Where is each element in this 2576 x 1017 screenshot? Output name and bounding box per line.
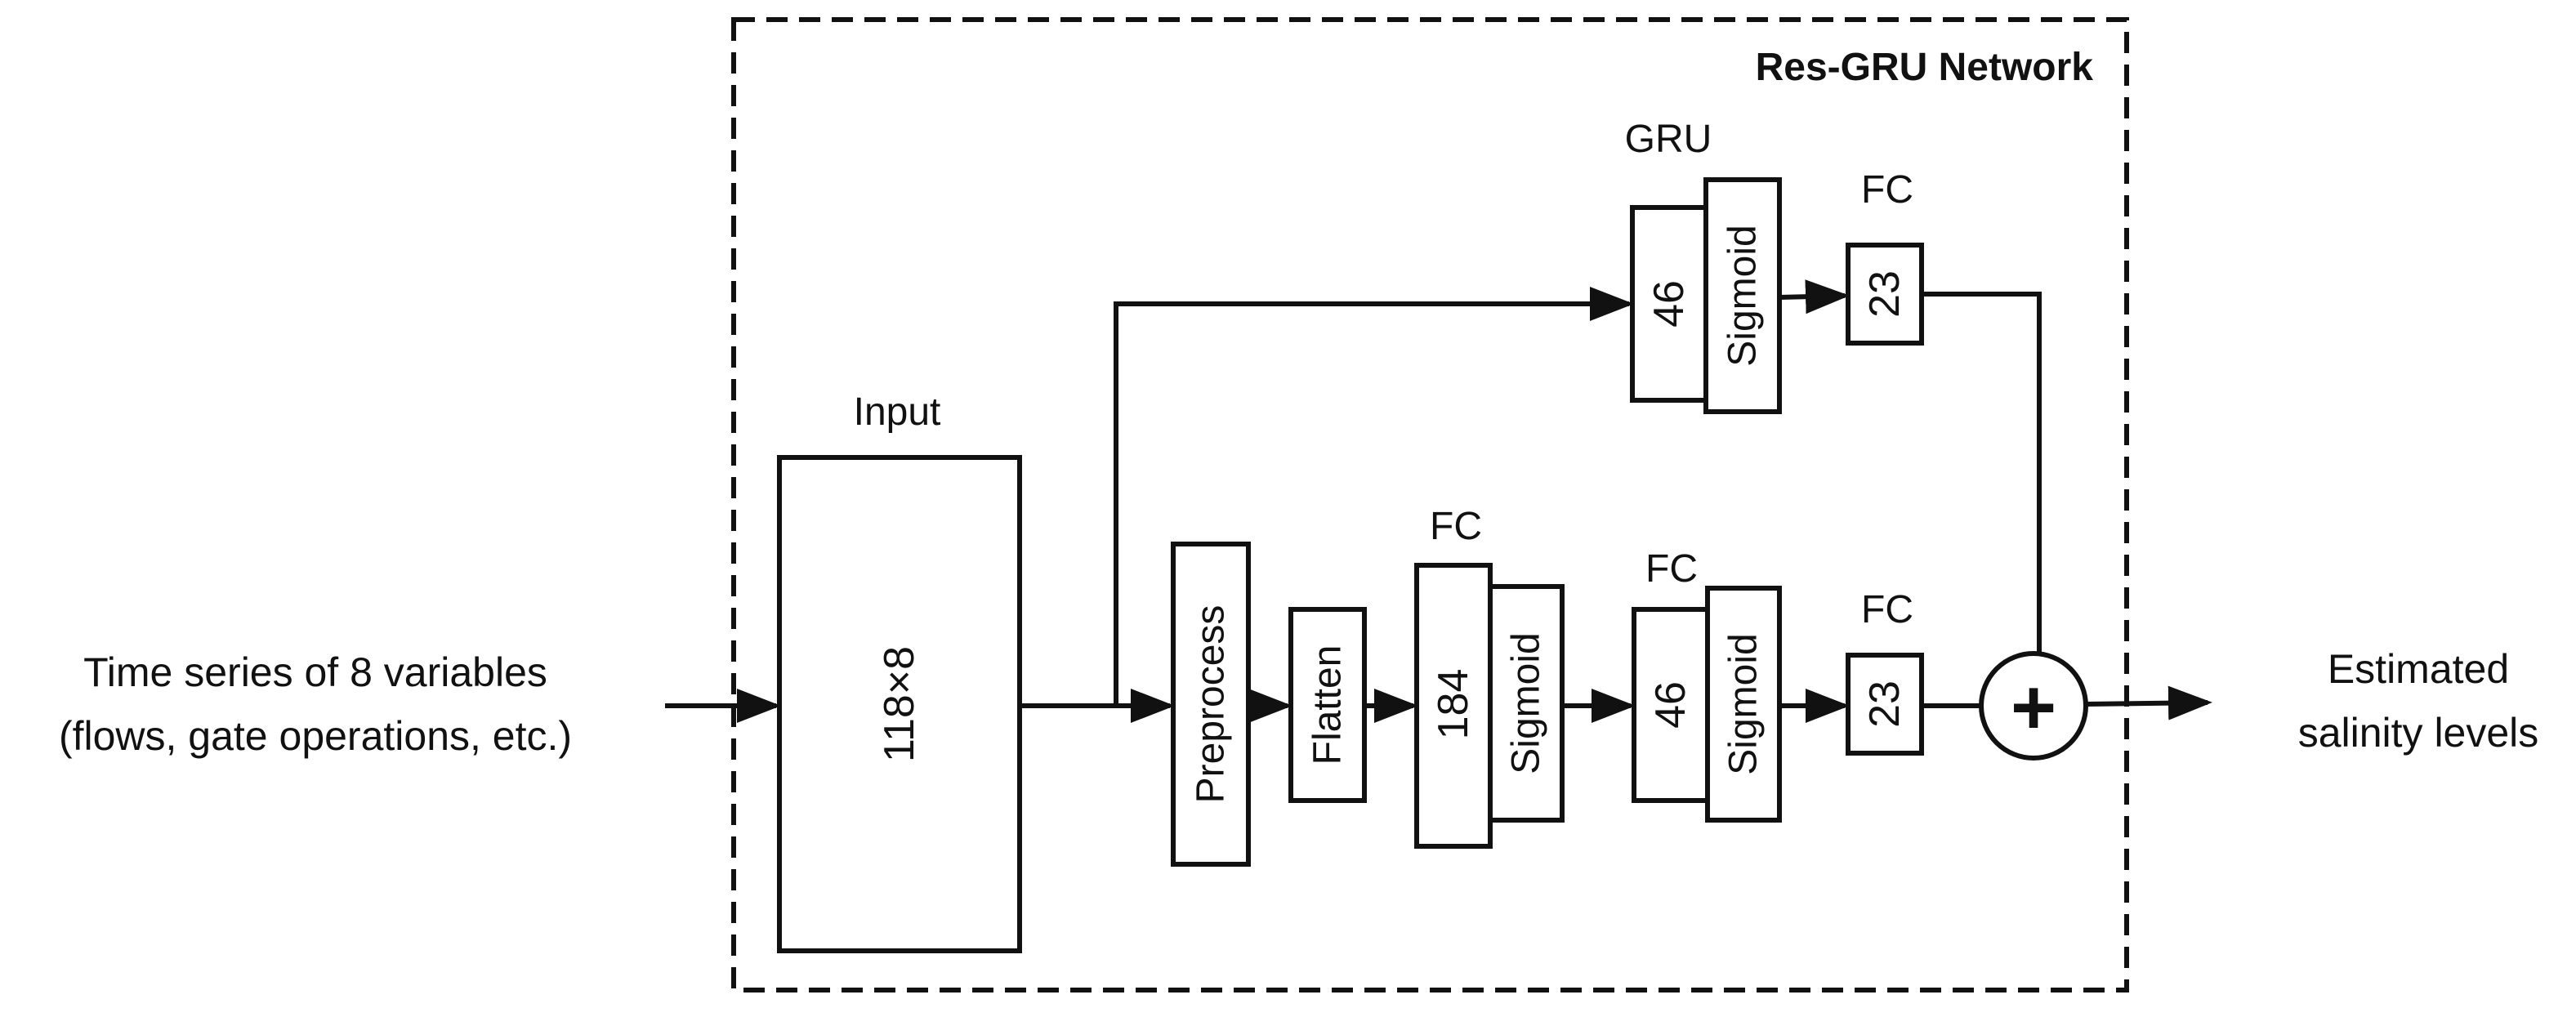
input-description-line1: Time series of 8 variables	[83, 649, 547, 695]
line-fc-gru-to-sum	[1922, 292, 2042, 653]
arrow-split-to-gru	[1114, 287, 1634, 706]
fc-gru-label: FC	[1861, 168, 1913, 212]
gru-activation: Sigmoid	[1721, 225, 1765, 366]
arrow-gru-to-fc	[1779, 279, 1850, 314]
fc2-label: FC	[1645, 547, 1698, 591]
fc1-label: FC	[1430, 505, 1482, 548]
output-description-line1: Estimated	[2328, 646, 2509, 692]
fc-gru-units: 23	[1861, 270, 1909, 318]
input-description-line2: (flows, gate operations, etc.)	[59, 713, 572, 759]
fc1-activation: Sigmoid	[1505, 632, 1548, 774]
sum-symbol: +	[2011, 664, 2056, 752]
fc1-units: 184	[1430, 669, 1477, 740]
gru-label: GRU	[1625, 118, 1712, 161]
fc3-units: 23	[1861, 680, 1909, 728]
gru-units: 46	[1645, 280, 1693, 328]
fc2-units: 46	[1647, 681, 1694, 729]
flatten-label: Flatten	[1306, 645, 1350, 765]
input-layer-label: Input	[854, 390, 941, 434]
input-layer-size: 118×8	[876, 646, 923, 762]
fc2-activation: Sigmoid	[1722, 633, 1766, 774]
network-boundary	[731, 17, 2129, 992]
output-description-line2: salinity levels	[2298, 710, 2539, 756]
arrow-sum-to-output	[2085, 685, 2212, 720]
network-title: Res-GRU Network	[1756, 46, 2094, 89]
preprocess-label: Preprocess	[1190, 605, 1233, 804]
fc3-label: FC	[1861, 588, 1913, 631]
